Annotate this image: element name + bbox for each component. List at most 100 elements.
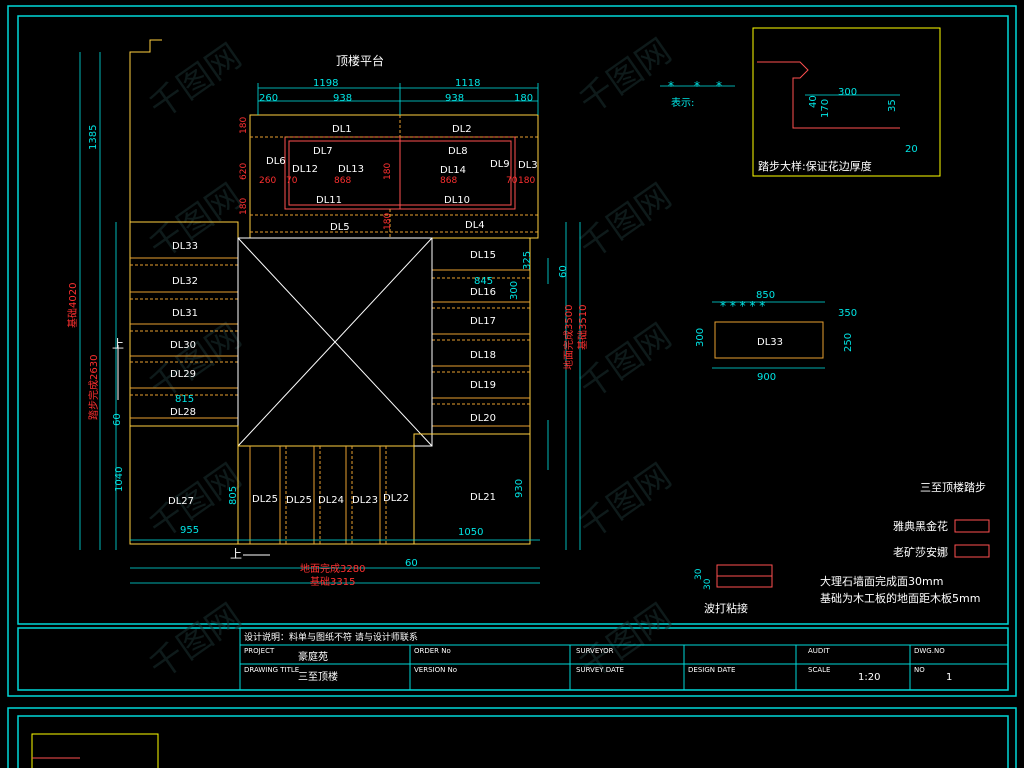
tb-dwg-label: DWG.NO [914, 647, 945, 655]
dim-ul-1: 180 [239, 117, 249, 134]
dim-ul-8: 868 [440, 176, 457, 186]
svg-text:千图网: 千图网 [572, 456, 678, 547]
panel-dl16: DL16 [470, 287, 496, 298]
panel-dl19: DL19 [470, 380, 496, 391]
panel-dl10: DL10 [444, 195, 470, 206]
tb-no-value: 1 [946, 672, 952, 683]
material-2: 老矿莎安娜 [893, 545, 948, 559]
dim-r-7: 基础3510 [576, 305, 589, 350]
dl33-label: DL33 [757, 337, 783, 348]
tb-order-label: ORDER No [414, 647, 451, 655]
tb-project-value: 豪庭苑 [298, 650, 328, 663]
svg-text:千图网: 千图网 [572, 31, 678, 122]
tb-version-label: VERSION No [414, 666, 457, 674]
detail-dim-4: 35 [887, 99, 898, 112]
panel-dl17: DL17 [470, 316, 496, 327]
panel-dl30: DL30 [170, 340, 196, 351]
material-2-swatch [954, 544, 990, 558]
glue-sample: 30 30 波打粘接 [694, 564, 773, 615]
step-detail: 300 40 170 35 20 踏步大样:保证花边厚度 [752, 27, 941, 177]
panel-dl2: DL2 [452, 124, 472, 135]
sheet-frame [7, 5, 1017, 768]
panel-dl9: DL9 [490, 159, 510, 170]
dl33-dim-2: 350 [838, 308, 857, 319]
dim-top-4: 938 [333, 93, 352, 104]
tb-survey-date-label: SURVEY DATE [576, 666, 624, 674]
dl33-dim-5: 900 [757, 372, 776, 383]
detail-dim-2: 40 [808, 95, 819, 108]
dim-ul-11: 180 [383, 213, 393, 230]
svg-text:千图网: 千图网 [572, 176, 678, 267]
panel-dl27: DL27 [168, 496, 194, 507]
svg-text:千图网: 千图网 [142, 36, 248, 127]
tb-dtitle-value: 三至顶楼 [298, 670, 338, 683]
detail-dim-3: 170 [820, 99, 831, 118]
panel-dl21: DL21 [470, 492, 496, 503]
dim-b-2: 1050 [458, 527, 483, 538]
dim-r-5: 930 [514, 479, 525, 498]
glue-dim-2: 30 [703, 578, 713, 590]
dim-ul-9: 70 [506, 176, 518, 186]
panel-dl4: DL4 [465, 220, 485, 231]
dim-ul-2: 620 [239, 163, 249, 180]
dim-b-1: 955 [180, 525, 199, 536]
dimension-lines [79, 52, 581, 584]
panel-dl32: DL32 [172, 276, 198, 287]
tb-project-label: PROJECT [244, 647, 275, 655]
legend-star-2: * [694, 79, 700, 93]
dim-ul-6: 868 [334, 176, 351, 186]
panel-dl33: DL33 [172, 241, 198, 252]
panel-dl8: DL8 [448, 146, 468, 157]
dim-b-4: 地面完成3280 [300, 562, 365, 575]
dim-ul-3: 180 [239, 198, 249, 215]
panel-dl22: DL22 [383, 493, 409, 504]
dl33-dim-4: 250 [843, 333, 854, 352]
panel-dl29: DL29 [170, 369, 196, 380]
panel-dl13: DL13 [338, 164, 364, 175]
dim-l-3: 踏步完成2630 [87, 355, 100, 420]
dim-l-1: 1385 [88, 125, 99, 150]
dim-ul-10: 180 [518, 176, 535, 186]
tb-surveyor-label: SURVEYOR [576, 647, 614, 655]
panel-dl12: DL12 [292, 164, 318, 175]
up-mark-2: 上 [230, 547, 242, 561]
dim-l-2: 基础4020 [66, 283, 79, 328]
svg-text:千图网: 千图网 [142, 596, 248, 687]
tb-dtitle-label: DRAWING TITLE [244, 666, 299, 674]
panel-dl11: DL11 [316, 195, 342, 206]
legend-star-1: * [668, 79, 674, 93]
glue-label: 波打粘接 [704, 601, 748, 615]
legend-label: 表示: [671, 96, 694, 109]
dim-top-1: 1198 [313, 78, 338, 89]
dim-ul-4: 260 [259, 176, 276, 186]
detail-dim-1: 300 [838, 87, 857, 98]
panel-dl23: DL23 [352, 495, 378, 506]
dimension-text: 1198 1118 260 938 938 180 180 620 180 26… [66, 78, 589, 588]
dim-top-5: 938 [445, 93, 464, 104]
section-title: 三至顶楼踏步 [920, 480, 986, 494]
panel-dl3: DL3 [518, 160, 538, 171]
dim-r-2: 60 [558, 265, 569, 278]
panel-dl25a: DL25 [286, 495, 312, 506]
dim-ul-5: 70 [286, 176, 298, 186]
dim-top-2: 1118 [455, 78, 480, 89]
panel-dl20: DL20 [470, 413, 496, 424]
up-mark-1: 上 [112, 337, 124, 351]
panel-dl31: DL31 [172, 308, 198, 319]
dim-l-6: 1040 [114, 467, 125, 492]
tb-design-date-label: DESIGN DATE [688, 666, 735, 674]
dim-r-3: 845 [474, 276, 493, 287]
title-block: 设计说明：料单与图纸不符 请与设计师联系 PROJECT 豪庭苑 DRAWING… [239, 628, 1008, 690]
material-1: 雅典黑金花 [893, 519, 948, 533]
panel-dl28: DL28 [170, 407, 196, 418]
dim-top-6: 180 [514, 93, 533, 104]
dim-ul-7: 180 [383, 163, 393, 180]
up-arrows [117, 345, 270, 556]
glue-dim-1: 30 [694, 568, 704, 580]
dim-l-4: 815 [175, 394, 194, 405]
legend-star-3: * [716, 79, 722, 93]
legend: * * * 表示: [660, 79, 735, 109]
detail-caption: 踏步大样:保证花边厚度 [758, 159, 872, 173]
dim-top-3: 260 [259, 93, 278, 104]
panel-dl6: DL6 [266, 156, 286, 167]
